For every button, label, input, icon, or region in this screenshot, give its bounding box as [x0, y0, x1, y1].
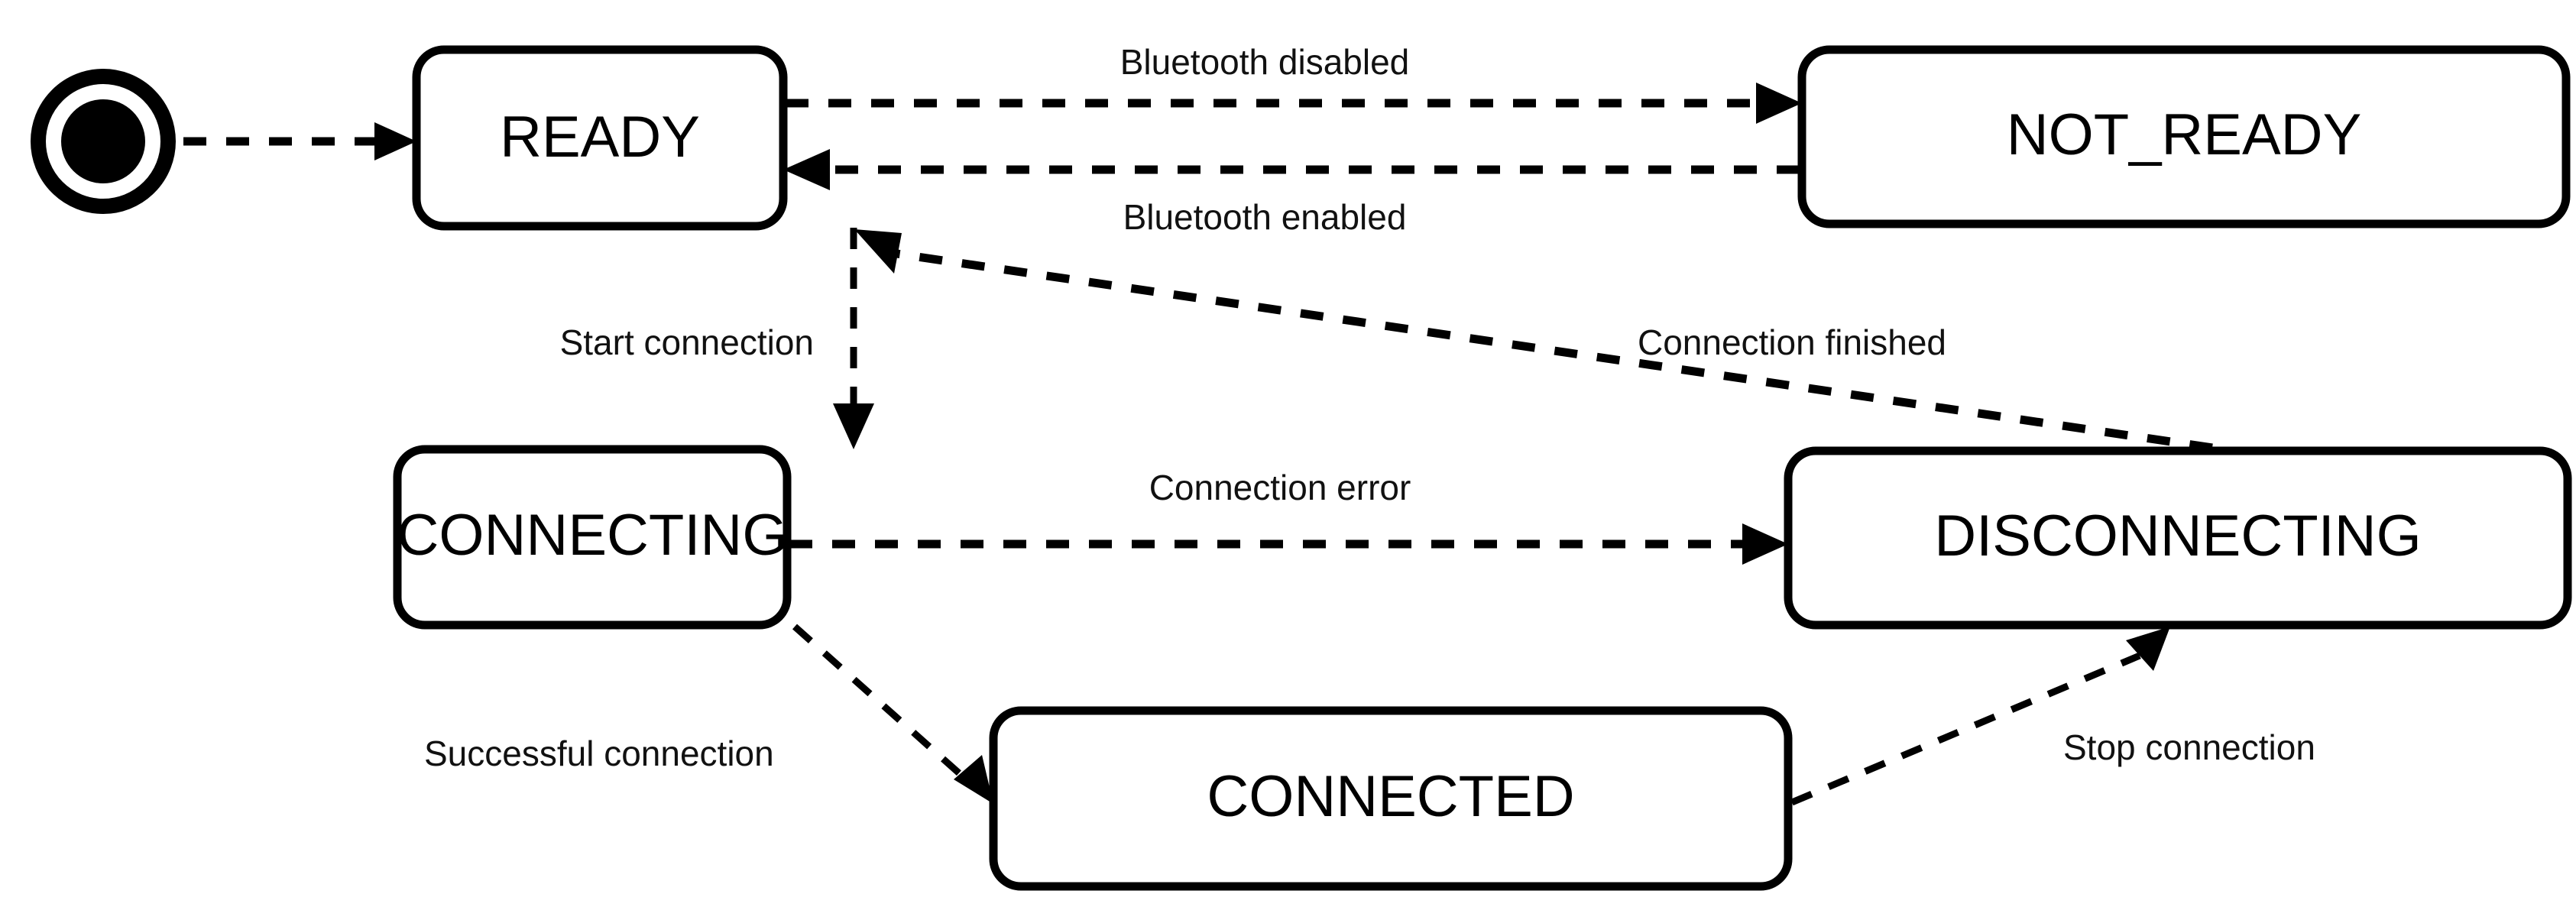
arrowhead-icon	[833, 403, 874, 449]
transition-connecting-to-disconnecting[interactable]: Connection error	[789, 468, 1788, 565]
arrowhead-icon	[783, 149, 830, 190]
transition-ready-to-connecting[interactable]: Start connection	[560, 228, 874, 449]
initial-state-dot	[61, 99, 145, 183]
transition-ready-to-not-ready[interactable]: Bluetooth disabled	[786, 42, 1802, 124]
state-not-ready[interactable]: NOT_READY	[1797, 45, 2571, 228]
transition-line	[886, 248, 2213, 452]
transition-connected-to-disconnecting[interactable]: Stop connection	[1790, 627, 2315, 806]
transition-initial-to-ready[interactable]	[183, 122, 416, 160]
arrowhead-icon	[2126, 627, 2170, 671]
transition-disconnecting-to-ready[interactable]: Connection finished	[854, 229, 2213, 452]
arrowhead-icon	[954, 755, 993, 804]
transition-label-connection-error: Connection error	[1149, 468, 1411, 507]
state-not-ready-box	[1797, 45, 2571, 228]
transition-not-ready-to-ready[interactable]: Bluetooth enabled	[783, 149, 1800, 237]
state-connecting[interactable]: CONNECTING	[393, 445, 792, 630]
arrowhead-icon	[1742, 523, 1788, 565]
state-ready-box	[412, 45, 788, 231]
state-ready[interactable]: READY	[412, 45, 788, 231]
transition-label-stop-connection: Stop connection	[2063, 727, 2315, 767]
initial-state-ring	[31, 69, 176, 214]
state-ready-label: READY	[500, 105, 700, 170]
transition-label-bluetooth-enabled: Bluetooth enabled	[1123, 197, 1407, 237]
initial-pseudostate[interactable]	[31, 69, 176, 214]
transition-label-successful-connection: Successful connection	[424, 734, 774, 773]
arrowhead-icon	[1756, 83, 1802, 124]
state-connected-label: CONNECTED	[1207, 764, 1574, 829]
transition-connecting-to-connected[interactable]: Successful connection	[424, 624, 993, 804]
transition-label-connection-finished: Connection finished	[1638, 322, 1946, 362]
transition-label-start-connection: Start connection	[560, 322, 814, 362]
arrowhead-icon	[374, 122, 416, 160]
state-connecting-label: CONNECTING	[397, 503, 788, 568]
state-disconnecting-box	[1784, 446, 2572, 630]
state-not-ready-label: NOT_READY	[2007, 102, 2362, 167]
state-connecting-box	[393, 445, 792, 630]
state-disconnecting[interactable]: DISCONNECTING	[1784, 446, 2572, 630]
arrowhead-icon	[854, 229, 902, 274]
state-disconnecting-label: DISCONNECTING	[1934, 504, 2422, 569]
transition-line	[792, 624, 967, 781]
state-connected-box	[989, 706, 1793, 891]
state-connected[interactable]: CONNECTED	[989, 706, 1793, 891]
transition-label-bluetooth-disabled: Bluetooth disabled	[1120, 42, 1410, 82]
